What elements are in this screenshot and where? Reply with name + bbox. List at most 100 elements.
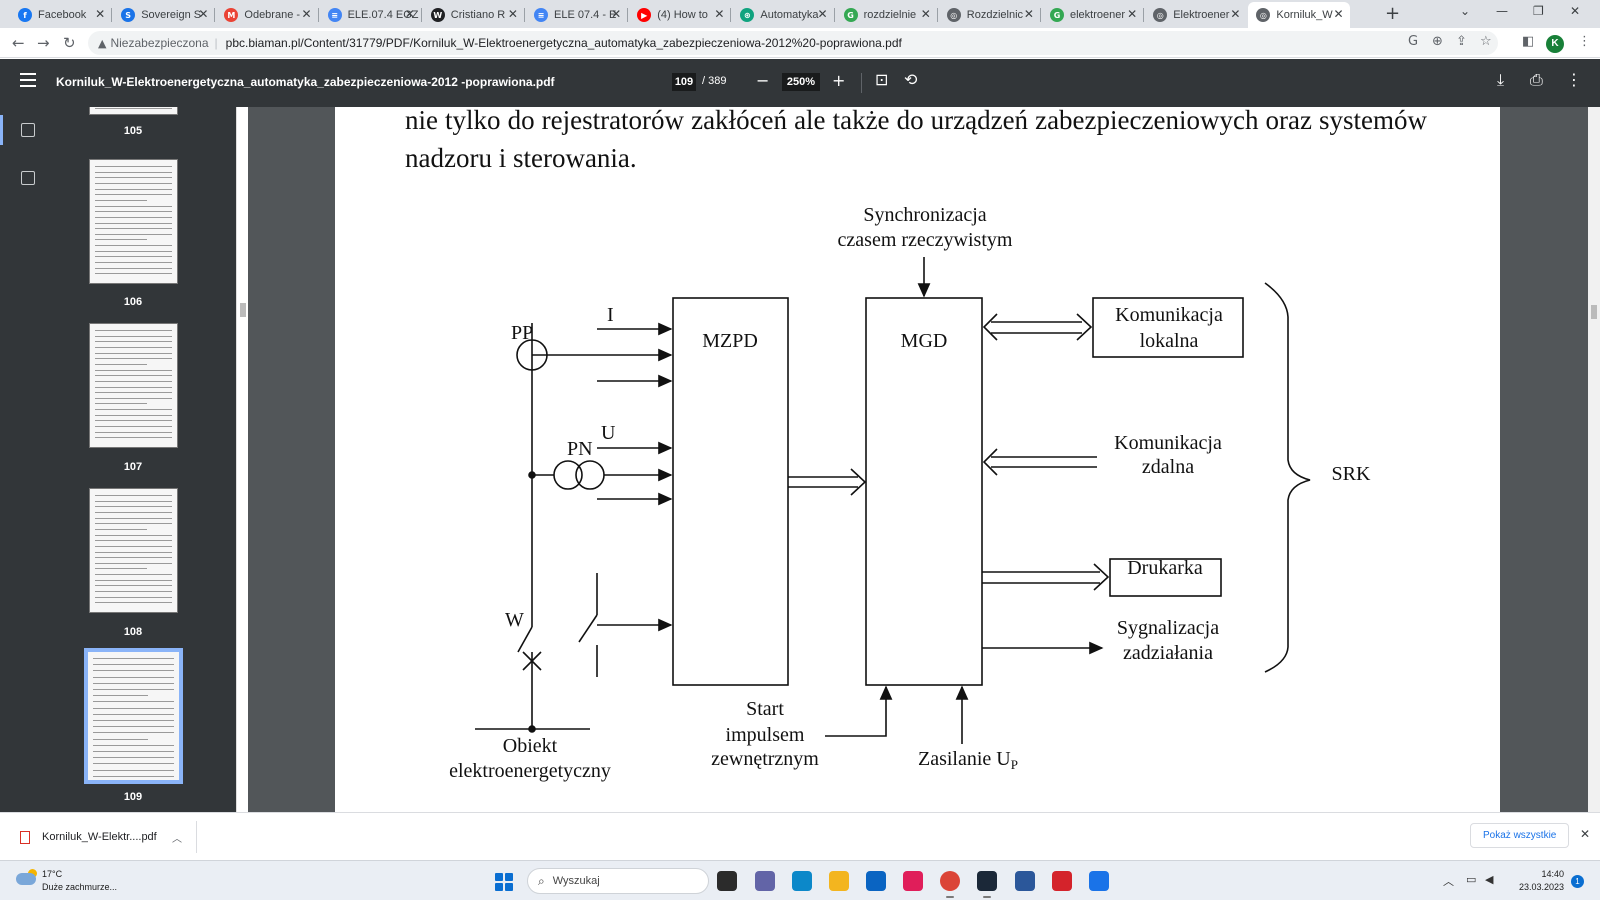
word-icon[interactable] [1015,871,1035,891]
taskbar-search[interactable]: ⌕ Wyszukaj [527,868,709,894]
share-icon[interactable]: ⇪ [1456,34,1467,49]
menu-hamburger-icon[interactable] [20,73,36,87]
tab-close-icon[interactable]: ✕ [301,7,312,21]
chrome-icon[interactable] [940,871,960,898]
thumbnail-text-line [95,579,172,581]
minimize-icon[interactable]: — [1496,4,1508,18]
edge-icon[interactable] [792,871,812,891]
notification-badge[interactable]: 1 [1571,875,1584,888]
google-lens-icon[interactable]: G [1408,34,1419,49]
side-panel-icon[interactable]: ◧ [1522,34,1535,49]
tray-chevron-icon[interactable]: ︿ [1443,875,1454,888]
volume-icon[interactable]: ◀ [1485,873,1494,886]
window-close-icon[interactable]: ✕ [1570,4,1581,18]
block-diagram: Synchronizacja czasem rzeczywistym MZPD … [449,204,1371,782]
tab-close-icon[interactable]: ✕ [95,7,106,21]
forward-arrow-icon[interactable]: → [37,34,50,52]
warning-icon[interactable]: ▲ [98,36,107,50]
network-icon[interactable]: ▭ [1466,873,1477,886]
security-label[interactable]: Niezabezpieczona [110,36,209,50]
thumbnail-text-line [95,426,172,428]
menu-dots-icon[interactable]: ⋮ [1578,34,1591,49]
tab-close-icon[interactable]: ✕ [817,7,828,21]
tab-close-icon[interactable]: ✕ [611,7,622,21]
pdf-page: nie tylko do rejestratorów zakłóceń ale … [335,107,1500,812]
outline-view-icon[interactable] [21,171,35,185]
page-thumbnail[interactable] [89,159,178,284]
teams-icon[interactable] [755,871,775,891]
page-thumbnail[interactable] [84,648,183,784]
weather-cloud-icon[interactable] [16,873,36,885]
file-explorer-icon[interactable] [829,871,849,891]
browser-tab[interactable]: ◎Korniluk_W✕ [1248,2,1350,28]
back-arrow-icon[interactable]: ← [12,34,25,52]
tab-close-icon[interactable]: ✕ [404,7,415,21]
main-scrollbar[interactable] [1588,107,1600,812]
tab-close-icon[interactable]: ✕ [1127,7,1138,21]
zoom-out-icon[interactable]: − [756,71,770,90]
close-icon[interactable]: ✕ [1580,827,1591,841]
browser-tab[interactable]: ◎Rozdzielnic✕ [939,2,1040,28]
chevron-up-icon[interactable]: ︿ [172,833,182,845]
pdf-viewport[interactable]: nie tylko do rejestratorów zakłóceń ale … [248,107,1588,812]
clock-time[interactable]: 14:40 [1541,869,1564,879]
url-text[interactable]: pbc.biaman.pl/Content/31779/PDF/Korniluk… [225,36,902,50]
address-bar[interactable]: ▲ Niezabezpieczona | pbc.biaman.pl/Conte… [88,31,1498,55]
browser-tab[interactable]: ≡ELE 07.4 - E✕ [526,2,627,28]
thumbnails-view-icon[interactable] [21,123,35,137]
browser-tab[interactable]: ◎Elektroener✕ [1145,2,1246,28]
clock-date[interactable]: 23.03.2023 [1518,882,1564,892]
fit-page-icon[interactable]: ⊡ [875,70,889,89]
windows-start-icon[interactable] [495,873,513,891]
mail-icon[interactable] [866,871,886,891]
slack-icon[interactable] [903,871,923,891]
tab-close-icon[interactable]: ✕ [1023,7,1034,21]
tab-close-icon[interactable]: ✕ [1230,7,1241,21]
page-thumbnail[interactable] [89,488,178,613]
new-tab-icon[interactable]: + [1385,3,1401,24]
messenger-icon[interactable] [1089,871,1109,891]
tab-close-icon[interactable]: ✕ [1333,7,1344,21]
reload-icon[interactable]: ↻ [63,34,76,52]
browser-tab[interactable]: ≡ELE.07.4 EGZ✕ [320,2,421,28]
tab-title: (4) How to [657,9,708,21]
thumbnail-text-line [95,166,172,167]
tab-close-icon[interactable]: ✕ [198,7,209,21]
chevron-down-icon[interactable]: ⌄ [1460,4,1471,18]
weather-description[interactable]: Duże zachmurze... [42,882,118,892]
sidebar-scrollbar[interactable] [236,107,248,812]
download-item[interactable]: Korniluk_W-Elektr....pdf ︿ [14,821,197,853]
browser-tab[interactable]: ▶(4) How to✕ [629,2,730,28]
profile-avatar[interactable]: K [1546,35,1564,53]
weather-temperature[interactable]: 17°C [42,869,63,879]
tab-close-icon[interactable]: ✕ [714,7,725,21]
page-thumbnail[interactable] [89,107,178,115]
page-number-input[interactable]: 109 [672,73,696,91]
zoom-in-icon[interactable]: + [832,71,846,90]
browser-tab[interactable]: ⊛Automatyka✕ [732,2,833,28]
restore-icon[interactable]: ❐ [1533,4,1544,18]
thumbnail-page-number: 109 [123,791,143,803]
bookmark-star-icon[interactable]: ☆ [1480,34,1492,49]
download-icon[interactable]: ⤓ [1497,70,1505,89]
more-options-icon[interactable]: ⋮ [1566,70,1582,89]
acrobat-icon[interactable] [1052,871,1072,891]
zoom-input[interactable]: 250% [782,73,820,91]
thumbnail-text-line [95,211,172,213]
thumbnail-text-line [95,341,172,343]
steam-icon[interactable] [977,871,997,898]
rotate-icon[interactable]: ⟲ [904,70,918,89]
print-icon[interactable]: ⎙ [1530,70,1543,89]
zoom-icon[interactable]: ⊕ [1432,34,1443,49]
task-view-icon[interactable] [717,871,737,891]
show-all-downloads-button[interactable]: Pokaż wszystkie [1470,823,1570,848]
tab-close-icon[interactable]: ✕ [507,7,518,21]
page-thumbnail[interactable] [89,323,178,448]
tab-close-icon[interactable]: ✕ [920,7,931,21]
